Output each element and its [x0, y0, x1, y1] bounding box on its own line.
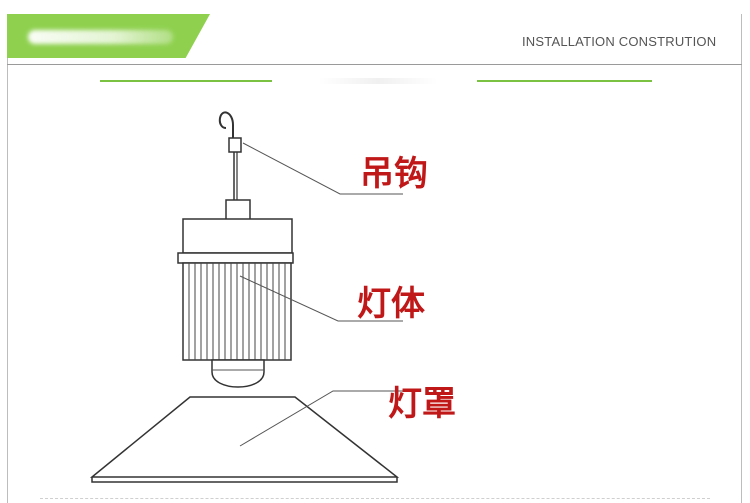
- reflector-cover: [89, 396, 400, 478]
- green-accent-line-right: [477, 80, 652, 82]
- bottom-dashed-rule: [40, 498, 710, 500]
- hook-collar: [228, 137, 242, 153]
- green-accent-line-left: [100, 80, 272, 82]
- label-lamp-cover: 灯罩: [388, 384, 456, 424]
- brand-banner: [7, 14, 210, 58]
- leader-line-cover: [239, 390, 415, 447]
- hook-part: [218, 111, 234, 140]
- reflector-rim: [91, 477, 398, 483]
- leader-line-body: [239, 275, 403, 322]
- faint-watermark: [318, 78, 438, 84]
- driver-box: [182, 218, 293, 254]
- lens-dome: [211, 359, 265, 388]
- flange-plate: [177, 252, 294, 264]
- hook-curve: [218, 111, 234, 140]
- label-lamp-body: 灯体: [357, 284, 425, 324]
- label-hook: 吊钩: [360, 154, 428, 194]
- header-rule: [7, 64, 742, 65]
- blurred-brand-text: [28, 30, 173, 44]
- section-title: INSTALLATION CONSTRUTION: [522, 34, 717, 49]
- content-frame: [7, 14, 742, 503]
- leader-line-hook: [242, 142, 403, 195]
- heat-sink: [182, 262, 292, 361]
- top-connector: [225, 199, 251, 221]
